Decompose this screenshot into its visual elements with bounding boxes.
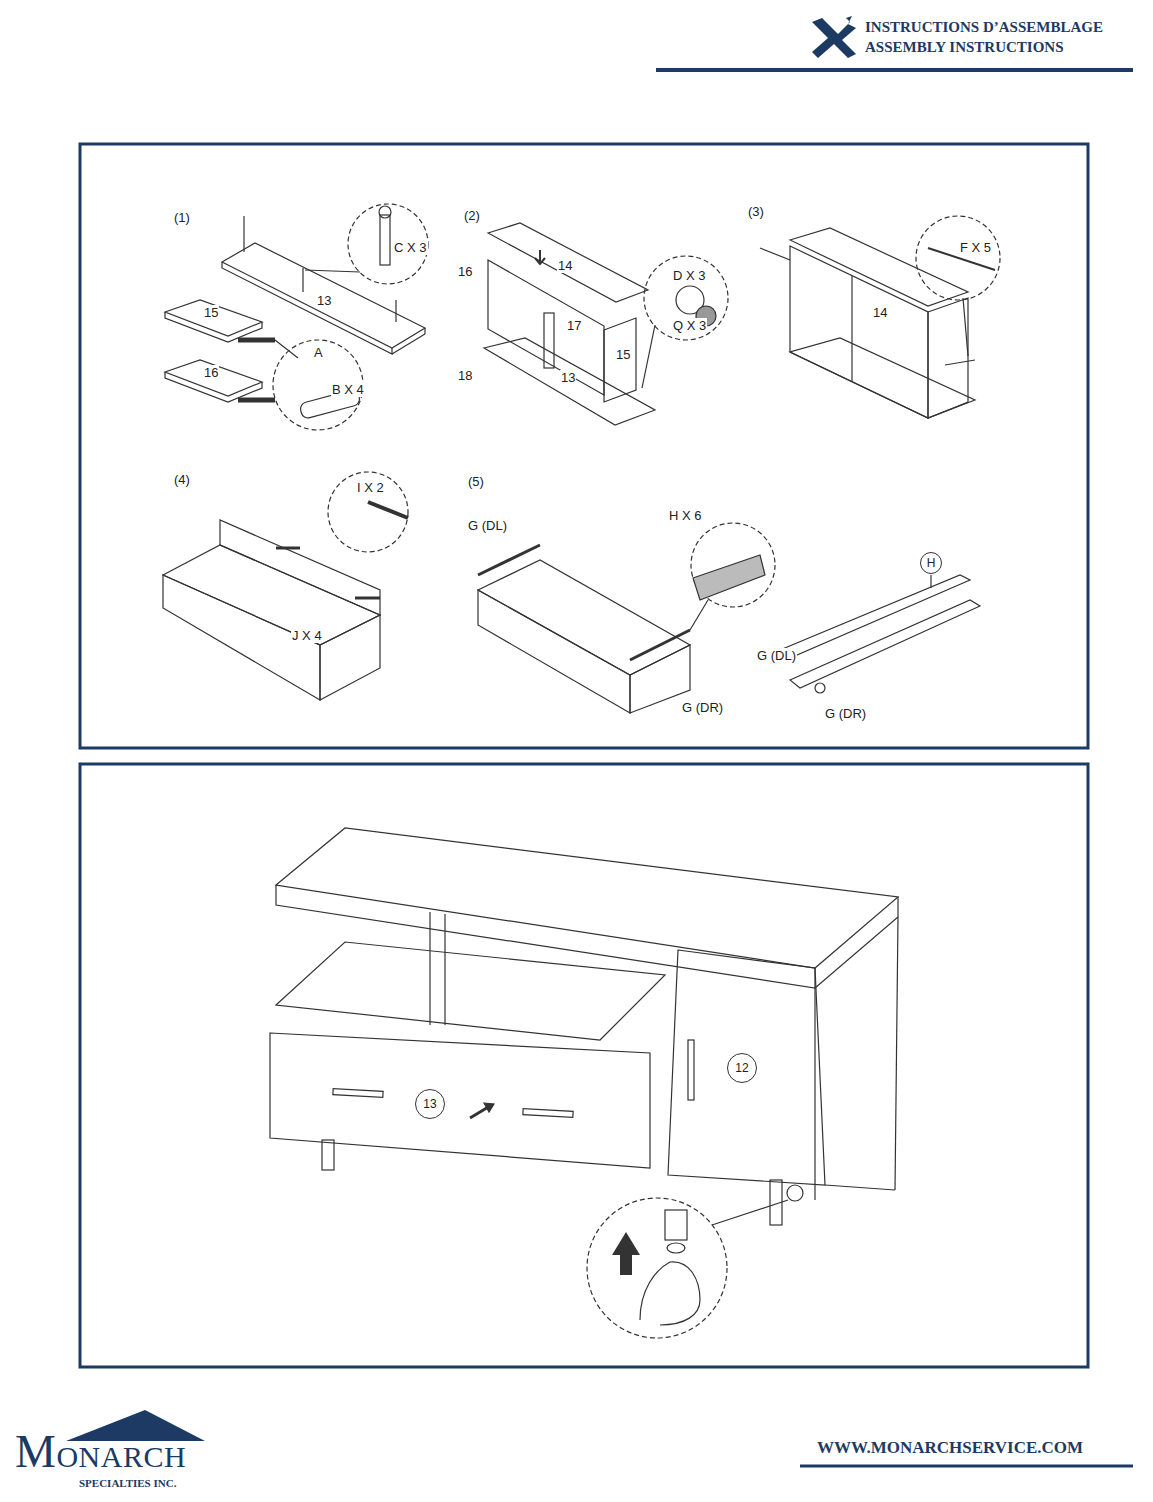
step-number: (3) xyxy=(747,204,765,219)
step-number: (5) xyxy=(467,474,485,489)
part-number: 15 xyxy=(615,347,631,362)
callout-number: 13 xyxy=(423,1097,436,1111)
part-number: 14 xyxy=(872,305,888,320)
part-number: 17 xyxy=(566,318,582,333)
step-number: (2) xyxy=(463,208,481,223)
step-number: (1) xyxy=(173,210,191,225)
part-number: 13 xyxy=(560,370,576,385)
part-label: G (DR) xyxy=(681,700,724,715)
callout-circle: H xyxy=(920,552,942,574)
header-icon xyxy=(812,16,856,58)
part-count: B X 4 xyxy=(331,382,365,397)
website-url: WWW.MONARCHSERVICE.COM xyxy=(816,1440,1084,1455)
callout-circle: 13 xyxy=(415,1089,445,1119)
part-number: 16 xyxy=(457,264,473,279)
part-label: G (DR) xyxy=(824,706,867,721)
part-label: G (DL) xyxy=(756,648,797,663)
part-number: 15 xyxy=(203,305,219,320)
step-number: (4) xyxy=(173,472,191,487)
part-number: 14 xyxy=(557,258,573,273)
callout-circle: 12 xyxy=(727,1053,757,1083)
part-number: 13 xyxy=(316,293,332,308)
part-count: C X 3 xyxy=(393,240,428,255)
header-title: INSTRUCTIONS D’ASSEMBLAGE xyxy=(864,20,1104,35)
part-count: J X 4 xyxy=(291,628,323,643)
part-label: G (DL) xyxy=(467,518,508,533)
part-count: D X 3 xyxy=(672,268,707,283)
part-number: 18 xyxy=(457,368,473,383)
part-count: H X 6 xyxy=(668,508,703,523)
brand-logo: MONARCH xyxy=(14,1433,187,1476)
part-count: F X 5 xyxy=(959,240,992,255)
part-number: 16 xyxy=(203,365,219,380)
header-title: ASSEMBLY INSTRUCTIONS xyxy=(864,40,1065,55)
callout-number: 12 xyxy=(735,1061,748,1075)
brand-tagline: SPECIALTIES INC. xyxy=(78,1476,177,1491)
part-count: Q X 3 xyxy=(672,318,707,333)
part-count: I X 2 xyxy=(356,480,385,495)
part-letter: A xyxy=(313,345,324,360)
callout-number: H xyxy=(927,556,936,570)
